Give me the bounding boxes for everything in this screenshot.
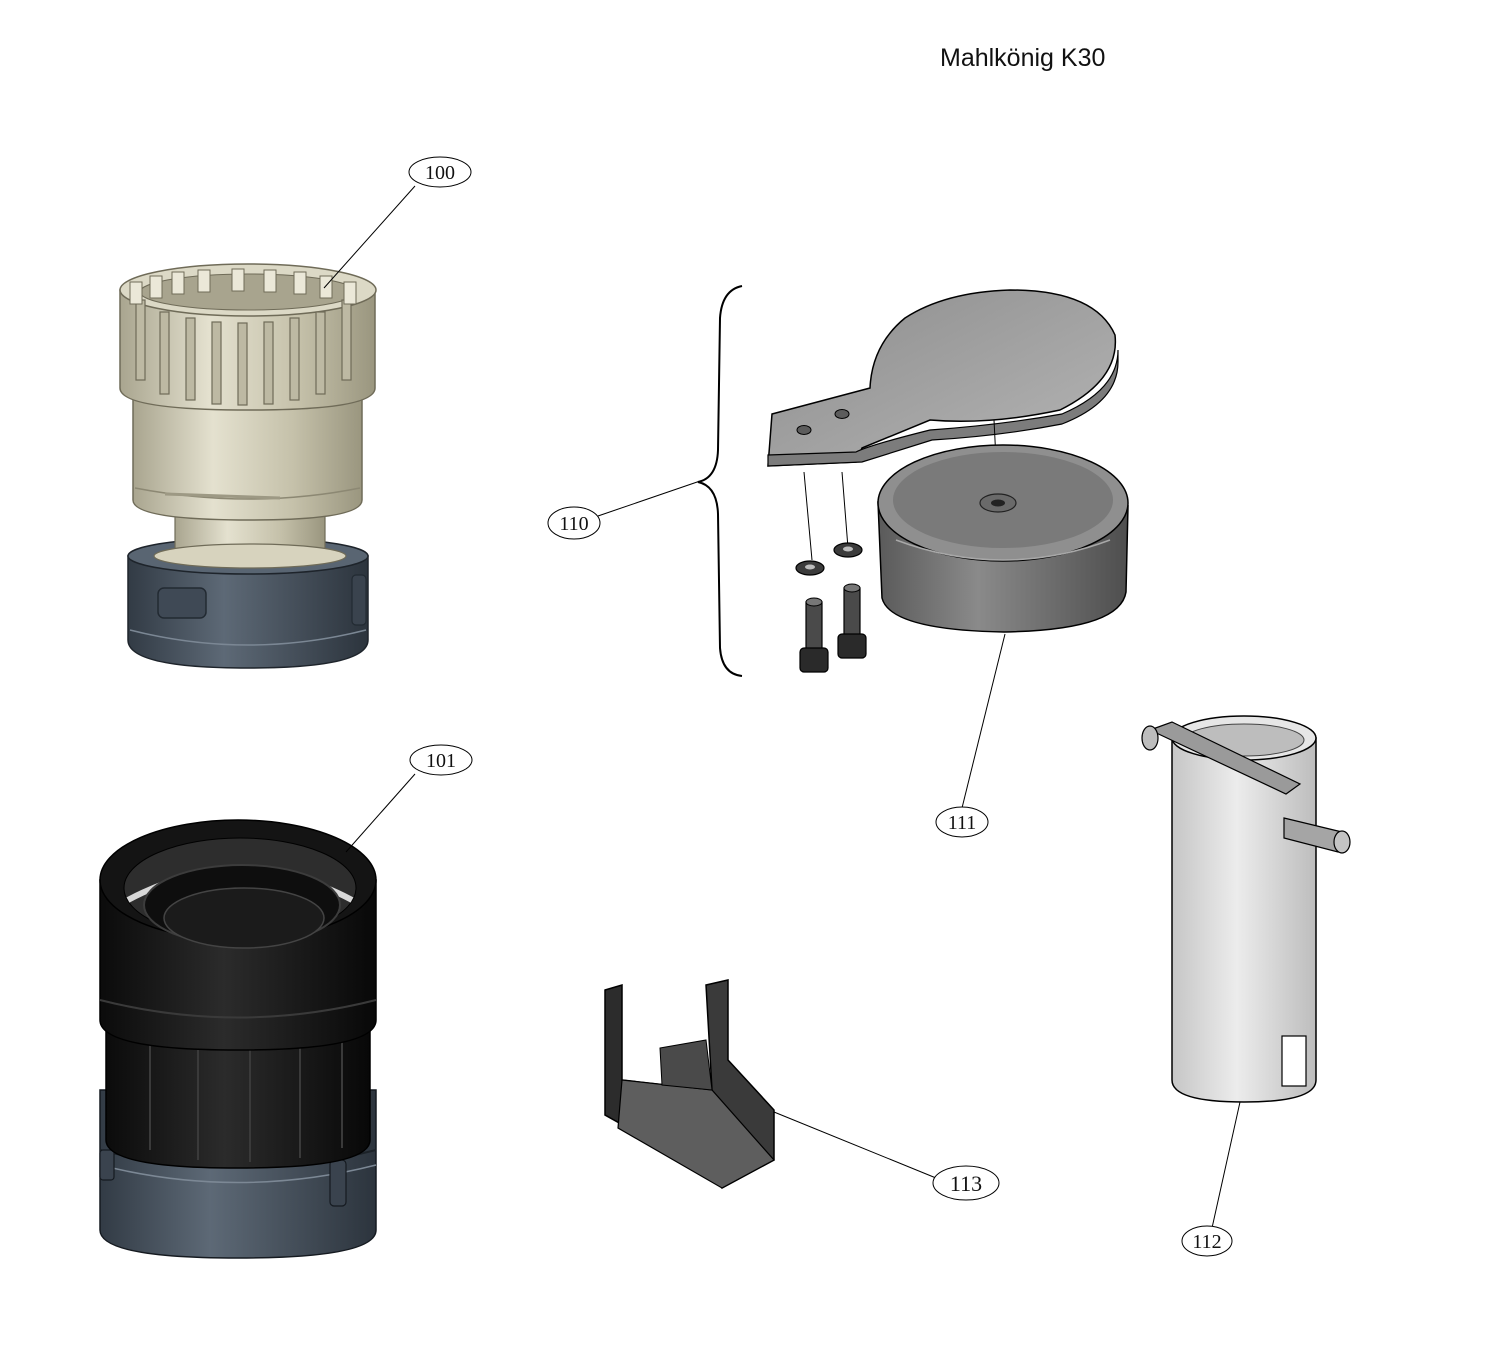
callout-110: 110 xyxy=(547,506,601,540)
adapter-sleeve xyxy=(132,384,363,521)
part-100-adapter xyxy=(119,263,377,669)
part-110-screws xyxy=(795,542,867,673)
adapter-base-ring xyxy=(127,555,369,669)
callout-111-label: 111 xyxy=(948,812,977,834)
callout-111: 111 xyxy=(935,806,989,838)
callout-112-label: 112 xyxy=(1192,1231,1221,1253)
part-113-clip xyxy=(604,979,775,1189)
part-112-tube-tool xyxy=(1141,715,1351,1103)
callout-110-label: 110 xyxy=(559,513,588,535)
callout-101-label: 101 xyxy=(426,750,456,772)
part-101-threaded-nut xyxy=(99,819,377,1259)
callout-100-label: 100 xyxy=(425,162,455,184)
callout-101: 101 xyxy=(409,744,473,776)
callout-100: 100 xyxy=(408,156,472,188)
part-110-lever-plate xyxy=(767,289,1119,467)
callout-112: 112 xyxy=(1181,1225,1233,1257)
part-111-puck xyxy=(877,444,1129,633)
callout-113: 113 xyxy=(932,1165,1000,1201)
leader-lines xyxy=(323,185,1241,1229)
diagram-title: Mahlkönig K30 xyxy=(940,44,1106,72)
callout-113-label: 113 xyxy=(950,1171,982,1196)
group-110-brace xyxy=(697,285,743,677)
